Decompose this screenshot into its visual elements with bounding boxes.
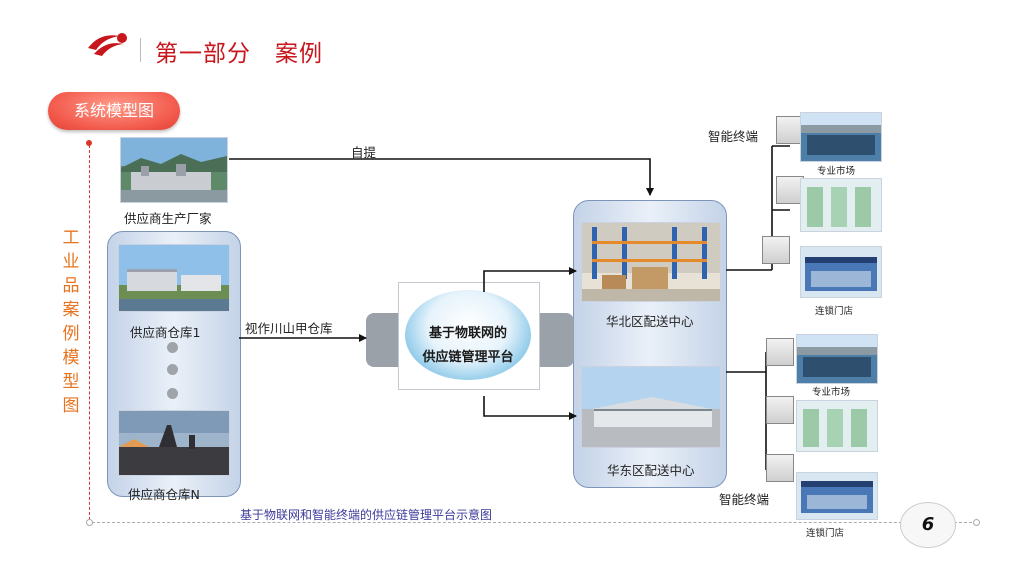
title-separator xyxy=(140,38,141,62)
north-market-photo xyxy=(800,112,882,162)
ellipsis-dot-1 xyxy=(167,342,178,353)
north-center-photo xyxy=(581,222,721,302)
east-facility-photo xyxy=(796,400,878,452)
section-badge: 系统模型图 xyxy=(48,92,180,130)
north-center-label: 华北区配送中心 xyxy=(606,314,694,329)
side-title: 工 业 品 案 例 模 型 图 xyxy=(62,228,80,416)
east-outlet-1-label: 专业市场 xyxy=(812,387,851,398)
self-pickup-label: 自提 xyxy=(351,145,377,160)
red-swoosh-logo-icon xyxy=(88,33,127,56)
terminal-icon xyxy=(766,454,794,482)
north-facility-photo xyxy=(800,178,882,232)
ellipsis-dot-3 xyxy=(167,388,178,399)
north-to-outlets-line xyxy=(726,145,790,271)
terminal-top-label: 智能终端 xyxy=(708,129,759,144)
terminal-bottom-label: 智能终端 xyxy=(719,492,770,507)
north-chain-store-photo xyxy=(800,246,882,298)
footer-line-end xyxy=(973,519,980,526)
footer-line xyxy=(92,522,972,523)
timeline-line xyxy=(89,140,90,525)
route-label: 视作川山甲仓库 xyxy=(245,321,333,336)
east-outlet-3-label: 连锁门店 xyxy=(806,528,845,539)
east-chain-store-photo xyxy=(796,472,878,520)
footer-line-start xyxy=(86,519,93,526)
terminal-icon xyxy=(766,338,794,366)
east-center-label: 华东区配送中心 xyxy=(607,463,695,478)
terminal-icon xyxy=(766,396,794,424)
north-outlet-1-label: 专业市场 xyxy=(817,166,856,177)
platform-to-east-arrow xyxy=(483,396,577,420)
page-number: 6 xyxy=(900,502,956,548)
diagram-caption: 基于物联网和智能终端的供应链管理平台示意图 xyxy=(240,508,493,522)
north-outlet-3-label: 连锁门店 xyxy=(815,306,854,317)
page-title: 第一部分 案例 xyxy=(155,41,323,67)
supplier-factory-label: 供应商生产厂家 xyxy=(124,211,212,226)
warehouse-1-photo xyxy=(118,244,230,312)
warehouse-n-photo xyxy=(118,410,230,476)
east-center-photo xyxy=(581,366,721,448)
platform-title: 基于物联网的 供应链管理平台 xyxy=(422,326,514,365)
terminal-icon xyxy=(762,236,790,264)
supplier-warehouse-1-label: 供应商仓库1 xyxy=(130,325,201,340)
ellipsis-dot-2 xyxy=(167,364,178,375)
supplier-warehouse-n-label: 供应商仓库N xyxy=(128,487,200,502)
platform-to-north-arrow xyxy=(483,267,577,292)
globe-icon xyxy=(405,290,531,380)
self-pickup-arrow xyxy=(229,158,654,196)
terminal-icon xyxy=(776,176,804,204)
east-market-photo xyxy=(796,334,878,384)
factory-photo xyxy=(120,137,228,203)
